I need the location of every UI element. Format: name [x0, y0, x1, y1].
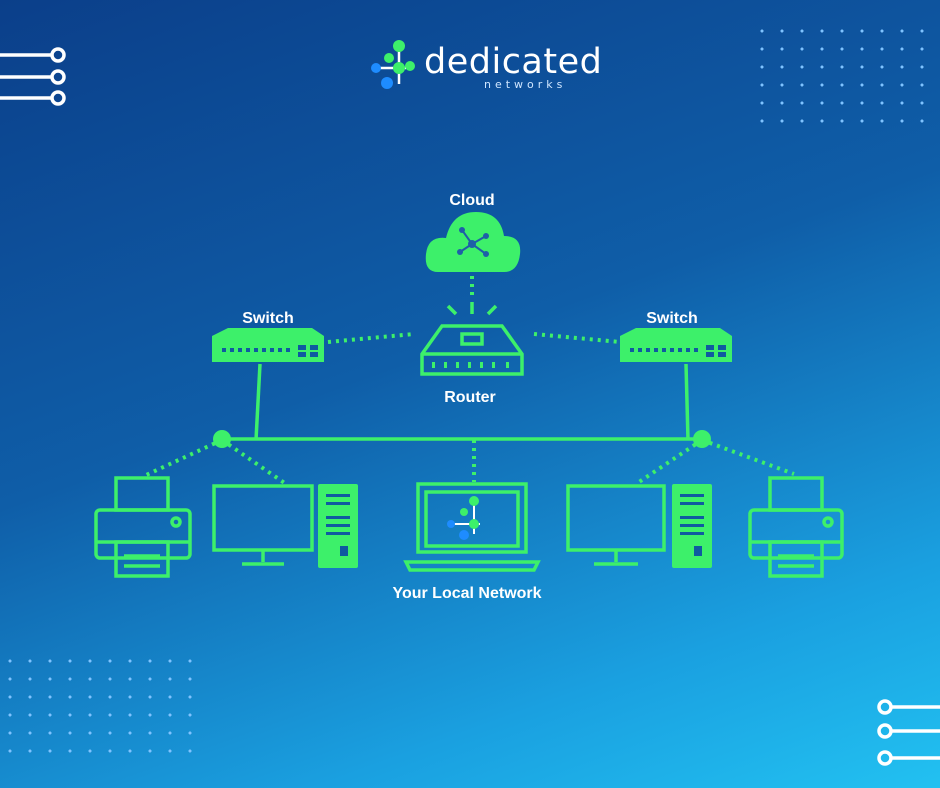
monitor-icon-right: [566, 484, 666, 566]
switch-right-label: Switch: [646, 310, 698, 327]
brand-logo: dedicated networks: [366, 36, 602, 96]
tower-pc-icon-left: [318, 484, 358, 568]
decor-dots-top-right: [752, 22, 932, 134]
router-label: Router: [444, 389, 496, 406]
connection-lines: [143, 276, 795, 486]
brand-name: dedicated: [424, 42, 603, 82]
tower-pc-icon-right: [672, 484, 712, 568]
router-icon: [420, 302, 524, 376]
brand-subtitle: networks: [484, 78, 567, 91]
laptop-icon: [403, 482, 541, 572]
decor-dots-bottom-left: [0, 652, 192, 764]
cloud-label: Cloud: [449, 192, 495, 209]
switch-icon-right: [620, 328, 732, 362]
monitor-icon-left: [212, 484, 314, 566]
switch-left-label: Switch: [242, 310, 294, 327]
brand-logo-icon: [371, 40, 415, 89]
printer-icon-right: [748, 476, 844, 578]
circuit-decor-bottom-right: [877, 699, 940, 766]
circuit-decor-top-left: [0, 47, 66, 106]
printer-icon-left: [94, 476, 192, 578]
cloud-icon: [425, 212, 521, 272]
local-network-label: Your Local Network: [392, 585, 542, 602]
switch-icon-left: [212, 328, 324, 362]
